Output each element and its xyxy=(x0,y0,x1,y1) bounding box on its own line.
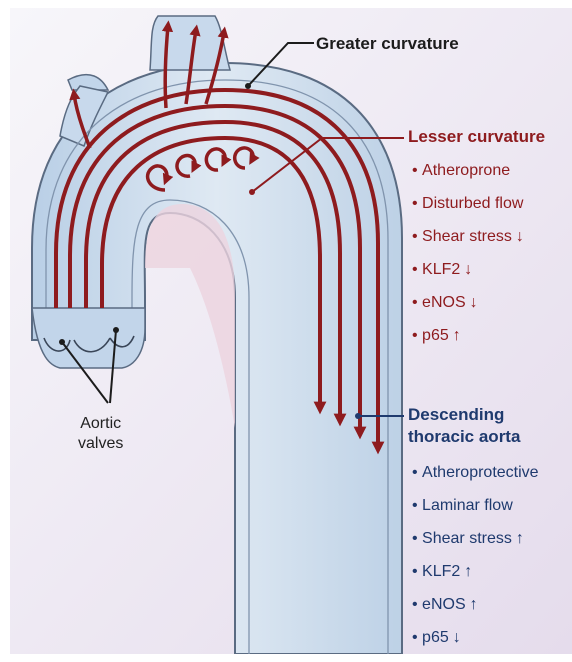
leader-greater-dot xyxy=(245,83,251,89)
descending-item-text: Laminar flow xyxy=(422,497,513,514)
valve-dot-right xyxy=(113,327,119,333)
lesser-item: KLF2↓ xyxy=(412,260,472,280)
descending-item: Shear stress↑ xyxy=(412,529,524,549)
descending-item-text: eNOS xyxy=(422,596,466,613)
lesser-item-text: Shear stress xyxy=(422,228,512,245)
klf2-down-arrow-icon: ↓ xyxy=(464,261,472,278)
descending-item-text: Atheroprotective xyxy=(422,464,539,481)
valve-dot-left xyxy=(59,339,65,345)
descending-item-text: KLF2 xyxy=(422,563,460,580)
label-aortic-line1: Aortic xyxy=(78,414,123,434)
lesser-item-text: eNOS xyxy=(422,294,466,311)
aorta-illustration xyxy=(10,8,572,654)
descending-item: p65↓ xyxy=(412,628,461,648)
label-lesser-curvature: Lesser curvature xyxy=(408,127,545,147)
lesser-item: Shear stress↓ xyxy=(412,227,524,247)
p65-up-arrow-icon: ↑ xyxy=(453,327,461,344)
lesser-item: Atheroprone xyxy=(412,161,514,181)
label-aortic-valves: Aortic valves xyxy=(78,414,123,454)
p65-down-arrow-icon: ↓ xyxy=(453,629,461,646)
aortic-root xyxy=(32,308,145,368)
klf2-up-arrow-icon: ↑ xyxy=(464,563,472,580)
lesser-item-text: p65 xyxy=(422,327,449,344)
label-greater-curvature: Greater curvature xyxy=(316,34,459,54)
lesser-item-text: Atheroprone xyxy=(422,162,510,179)
lesser-item: eNOS↓ xyxy=(412,293,478,313)
aorta-figure: Greater curvature Lesser curvature Ather… xyxy=(10,8,572,654)
enos-down-arrow-icon: ↓ xyxy=(470,294,478,311)
lesser-item-text: Disturbed flow xyxy=(422,195,523,212)
shear-stress-up-arrow-icon: ↑ xyxy=(516,530,524,547)
enos-up-arrow-icon: ↑ xyxy=(470,596,478,613)
lesser-item: Disturbed flow xyxy=(412,194,527,214)
lesser-item-text: KLF2 xyxy=(422,261,460,278)
lesser-item: p65↑ xyxy=(412,326,461,346)
label-descending-line1: Descending xyxy=(408,405,504,425)
descending-item: eNOS↑ xyxy=(412,595,478,615)
descending-item-text: p65 xyxy=(422,629,449,646)
descending-item: Atheroprotective xyxy=(412,463,543,483)
leader-descending-dot xyxy=(355,413,361,419)
leader-lesser-dot xyxy=(249,189,255,195)
label-aortic-line2: valves xyxy=(78,434,123,454)
descending-item: KLF2↑ xyxy=(412,562,472,582)
label-descending-line2: thoracic aorta xyxy=(408,427,520,447)
descending-item: Laminar flow xyxy=(412,496,517,516)
shear-stress-down-arrow-icon: ↓ xyxy=(516,228,524,245)
descending-item-text: Shear stress xyxy=(422,530,512,547)
